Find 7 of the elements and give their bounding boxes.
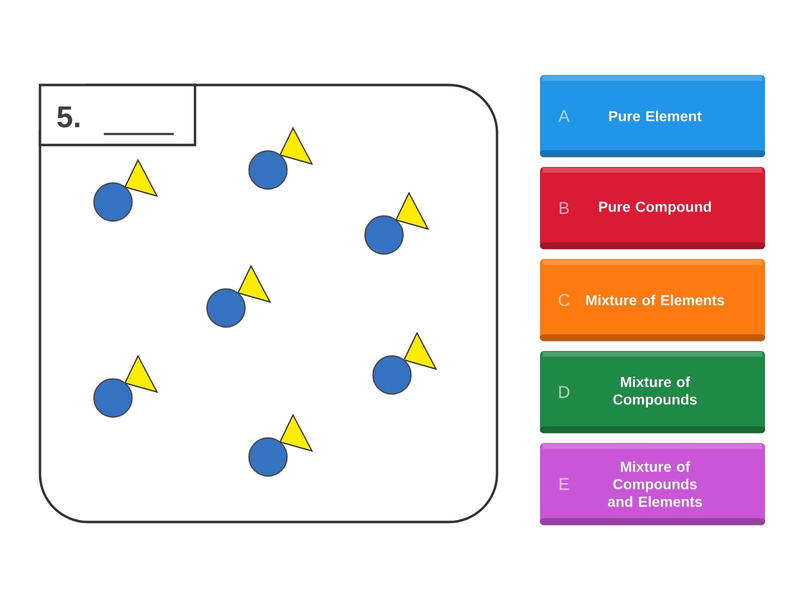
picture-panel bbox=[38, 84, 498, 524]
answer-button: C Mixture of Elements bbox=[540, 259, 766, 342]
answer-button: E Mixture of Compounds and Elements bbox=[540, 443, 766, 526]
answer-button: D Mixture of Compounds bbox=[540, 351, 766, 434]
answer-button: B Pure Compound bbox=[540, 167, 766, 250]
number-label-box: 5. bbox=[38, 84, 196, 146]
answer-button: A Pure Element bbox=[540, 75, 766, 158]
